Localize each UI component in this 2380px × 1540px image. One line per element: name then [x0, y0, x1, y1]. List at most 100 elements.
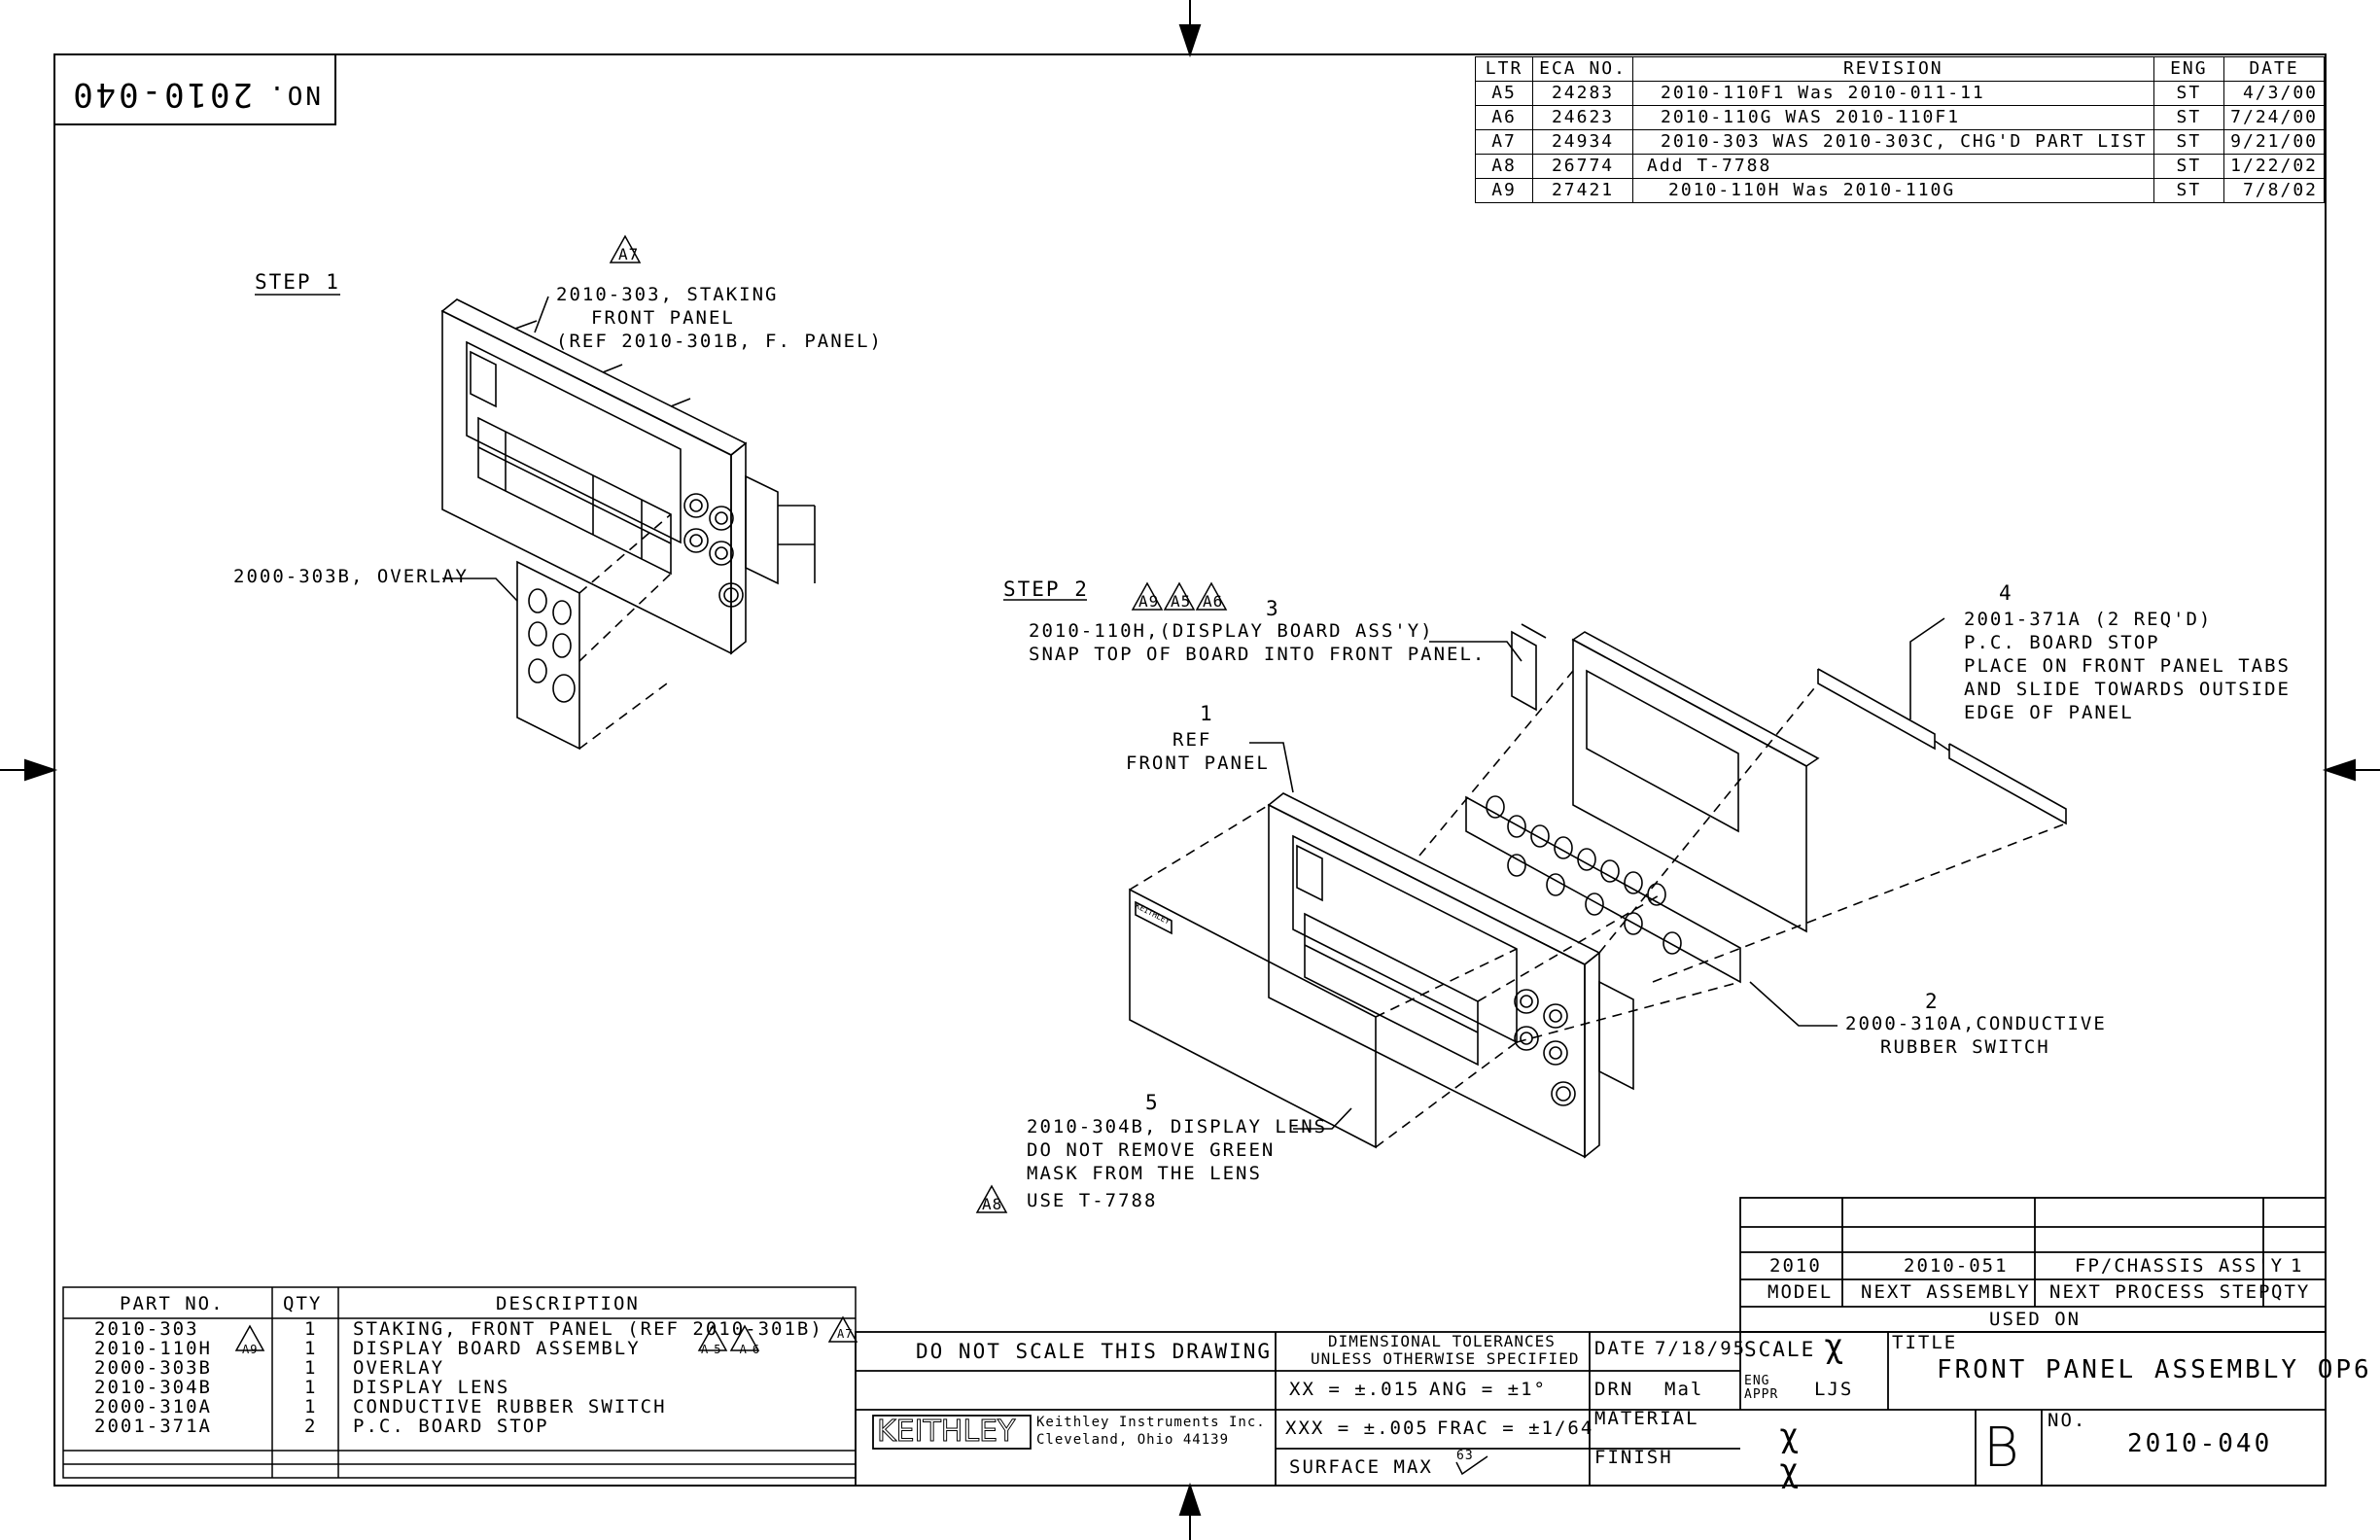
part-number: 2010-110H — [94, 1338, 212, 1359]
part-number: 2010-303 — [94, 1318, 199, 1340]
finish-value: χ — [1779, 1452, 1802, 1490]
parts-header-partno: PART NO. — [120, 1293, 225, 1314]
rev-date: 7/24/00 — [2223, 105, 2325, 130]
leader-item4 — [1909, 617, 1945, 719]
used-on-model-value: 2010 — [1769, 1255, 1822, 1277]
rev-text: 2010-303 WAS 2010-303C, CHG'D PART LIST — [1631, 129, 2154, 155]
used-on-qty-value: 1 — [2291, 1255, 2304, 1277]
rev-date: 4/3/00 — [2223, 81, 2325, 106]
part-qty: 1 — [304, 1318, 318, 1340]
step2-pc-board-stop — [1817, 668, 2067, 825]
rev-eng: ST — [2152, 129, 2225, 155]
item4-line1: 2001-371A (2 REQ'D) — [1964, 609, 2213, 630]
parts-header-description: DESCRIPTION — [496, 1293, 640, 1314]
material-value: χ — [1779, 1417, 1802, 1455]
part-rev-flags: A7 — [837, 1327, 854, 1341]
step1-staking-line1: 2010-303, STAKING — [556, 284, 779, 305]
rev-ltr: A8 — [1474, 154, 1534, 179]
surface-finish-label: SURFACE MAX — [1289, 1456, 1433, 1478]
part-number: 2001-371A — [94, 1416, 212, 1437]
item3-number: 3 — [1266, 597, 1280, 620]
rev-eng: ST — [2152, 154, 2225, 179]
keithley-logo: KEITHLEY — [876, 1415, 1016, 1449]
rev-ltr: A7 — [1474, 129, 1534, 155]
rev-text: 2010-110H Was 2010-110G — [1631, 178, 2154, 203]
revision-row: A6 24623 2010-110G WAS 2010-110F1 ST 7/2… — [1474, 105, 2325, 130]
used-on-header-qty: QTY — [2271, 1281, 2311, 1303]
step1-title: STEP 1 — [255, 270, 340, 294]
rev-text: 2010-110F1 Was 2010-011-11 — [1631, 81, 2154, 106]
step1-assembly-lines — [578, 513, 672, 750]
part-qty: 1 — [304, 1357, 318, 1379]
item5-line1: 2010-304B, DISPLAY LENS — [1027, 1116, 1328, 1138]
number-label: NO. — [2048, 1410, 2087, 1431]
item1-line1: REF — [1172, 729, 1212, 751]
item4-line4: AND SLIDE TOWARDS OUTSIDE — [1964, 679, 2291, 700]
rev-flag-a9: A9 — [1138, 592, 1160, 611]
step1-overlay-callout: 2000-303B, OVERLAY — [233, 566, 469, 587]
leader-staking — [534, 296, 549, 333]
rev-eca: 24934 — [1532, 129, 1633, 155]
rev-eca: 24283 — [1532, 81, 1633, 106]
rev-text: 2010-110G WAS 2010-110F1 — [1631, 105, 2154, 130]
part-number: 2010-304B — [94, 1377, 212, 1398]
rev-flag-a5: A5 — [1171, 592, 1192, 611]
item4-number: 4 — [1999, 581, 2013, 605]
item3-line2: SNAP TOP OF BOARD INTO FRONT PANEL. — [1029, 644, 1487, 665]
item2-number: 2 — [1925, 990, 1940, 1013]
part-description: DISPLAY LENS — [353, 1377, 510, 1398]
part-description: DISPLAY BOARD ASSEMBLY — [353, 1338, 641, 1359]
item2-line2: RUBBER SWITCH — [1880, 1036, 2050, 1058]
title-block-grid — [855, 1197, 2327, 1487]
item4-line3: PLACE ON FRONT PANEL TABS — [1964, 655, 2291, 677]
part-qty: 2 — [304, 1416, 318, 1437]
table-row: 2010-110H A9 1 DISPLAY BOARD ASSEMBLY A5… — [63, 1340, 856, 1359]
step2-title: STEP 2 — [1003, 578, 1089, 601]
part-rev-flags: A5 A6 — [701, 1343, 766, 1356]
part-description: OVERLAY — [353, 1357, 445, 1379]
surface-finish-value: 63 — [1456, 1449, 1474, 1463]
step1-overlay — [516, 560, 580, 751]
rev-header-eng: ENG — [2152, 56, 2225, 82]
date-label: DATE — [1594, 1338, 1647, 1359]
parts-header-qty: QTY — [283, 1293, 323, 1314]
rev-eng: ST — [2152, 178, 2225, 203]
table-row: 2000-310A 1 CONDUCTIVE RUBBER SWITCH — [63, 1398, 856, 1418]
revision-table: LTR ECA NO. REVISION ENG DATE A5 24283 2… — [1474, 56, 2325, 203]
leader-item3 — [1429, 641, 1522, 662]
stamp-label: NO. — [266, 80, 321, 109]
drawing-size: B — [1983, 1417, 2019, 1480]
step2-rubber-switch — [1465, 795, 1741, 984]
part-rev-flag: A9 — [242, 1343, 259, 1356]
item2-line1: 2000-310A,CONDUCTIVE — [1845, 1013, 2107, 1034]
parts-list: PART NO. QTY DESCRIPTION 2010-303 1 STAK… — [63, 1287, 856, 1478]
tolerance-xx: XX = ±.015 — [1289, 1379, 1420, 1400]
step1-front-panel — [440, 298, 816, 655]
item5-number: 5 — [1145, 1091, 1160, 1114]
drawing-number-stamp: NO. 2010-040 — [70, 68, 321, 117]
scale-label: SCALE — [1744, 1338, 1816, 1361]
rev-header-eca: ECA NO. — [1532, 56, 1633, 82]
rev-eng: ST — [2152, 81, 2225, 106]
used-on-header-next-process: NEXT PROCESS STEP — [2049, 1281, 2272, 1303]
tolerance-xxx: XXX = ±.005 — [1285, 1418, 1429, 1439]
eng-appr-value: LJS — [1814, 1379, 1854, 1400]
tolerances-title-line1: DIMENSIONAL TOLERANCES — [1328, 1332, 1556, 1350]
stamp-box — [54, 54, 336, 125]
step2-assembly-lines — [1129, 670, 2067, 1148]
step1-staking-line3: (REF 2010-301B, F. PANEL) — [556, 331, 883, 352]
table-row: 2010-304B 1 DISPLAY LENS — [63, 1379, 856, 1398]
part-description: CONDUCTIVE RUBBER SWITCH — [353, 1396, 667, 1418]
rev-eca: 26774 — [1532, 154, 1633, 179]
part-number: 2000-310A — [94, 1396, 212, 1418]
used-on-header-next-assembly: NEXT ASSEMBLY — [1861, 1281, 2031, 1303]
eng-appr-label-line2: APPR — [1744, 1387, 1779, 1402]
rev-flag-a6: A6 — [1203, 592, 1224, 611]
item5-line4: USE T-7788 — [1027, 1190, 1158, 1211]
revision-header-row: LTR ECA NO. REVISION ENG DATE — [1474, 56, 2325, 82]
rev-text: Add T-7788 — [1631, 154, 2154, 179]
rev-date: 7/8/02 — [2223, 178, 2325, 203]
rev-ltr: A5 — [1474, 81, 1534, 106]
used-on-next-assembly-value: 2010-051 — [1904, 1255, 2009, 1277]
